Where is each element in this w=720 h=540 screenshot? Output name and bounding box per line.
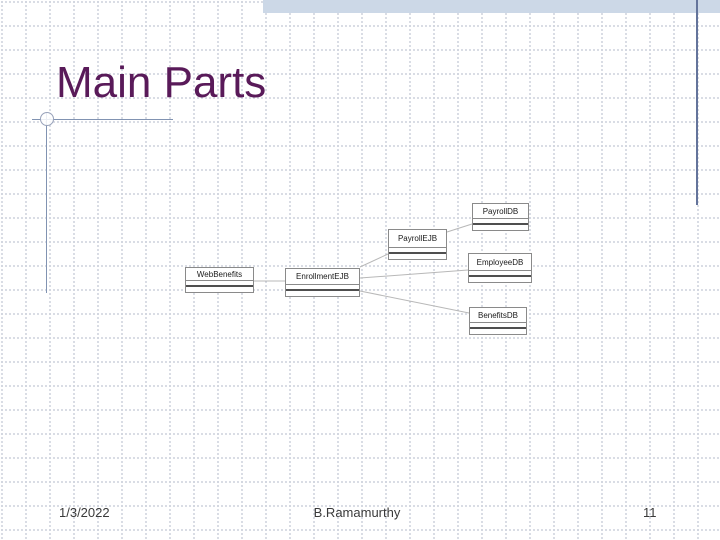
uml-class-node-enrollmentejb: EnrollmentEJB xyxy=(285,268,360,297)
title-underline xyxy=(32,119,173,120)
uml-operations-compartment xyxy=(389,252,446,259)
uml-class-name: EnrollmentEJB xyxy=(296,272,349,281)
footer-date: 1/3/2022 xyxy=(59,505,110,520)
connector-payrollejb-payrolldb xyxy=(446,223,473,233)
right-accent-line xyxy=(696,0,698,205)
uml-operations-compartment xyxy=(186,285,253,292)
uml-class-name: PayrollDB xyxy=(482,206,519,216)
uml-operations-compartment xyxy=(469,275,531,282)
connector-enrollmentejb-benefitsdb xyxy=(359,290,470,314)
top-accent-band xyxy=(263,0,720,13)
uml-class-name: PayrollEJB xyxy=(397,234,438,243)
uml-attributes-compartment xyxy=(186,280,253,285)
slide-title: Main Parts xyxy=(56,58,267,107)
left-accent-line xyxy=(46,113,47,293)
uml-attributes-compartment xyxy=(389,247,446,252)
footer-page-number: 11 xyxy=(643,505,657,520)
uml-attributes-compartment xyxy=(286,284,359,289)
uml-class-node-webbenefits: WebBenefits xyxy=(185,267,254,293)
uml-class-name: WebBenefits xyxy=(196,269,243,279)
uml-class-node-benefitsdb: BenefitsDB xyxy=(469,307,527,335)
uml-class-node-payrollejb: PayrollEJB xyxy=(388,229,447,260)
uml-operations-compartment xyxy=(286,289,359,296)
uml-operations-compartment xyxy=(470,327,526,334)
uml-operations-compartment xyxy=(473,223,528,230)
uml-attributes-compartment xyxy=(470,322,526,327)
accent-circle-icon xyxy=(40,112,54,126)
footer-author: B.Ramamurthy xyxy=(313,505,401,520)
connector-enrollmentejb-payrollejb xyxy=(359,253,389,268)
connector-enrollmentejb-employeedb xyxy=(359,269,469,279)
uml-class-node-payrolldb: PayrollDB xyxy=(472,203,529,231)
uml-class-name: BenefitsDB xyxy=(477,310,519,320)
uml-class-node-employeedb: EmployeeDB xyxy=(468,253,532,283)
uml-class-name: EmployeeDB xyxy=(476,257,524,267)
uml-attributes-compartment xyxy=(469,270,531,275)
uml-attributes-compartment xyxy=(473,218,528,223)
